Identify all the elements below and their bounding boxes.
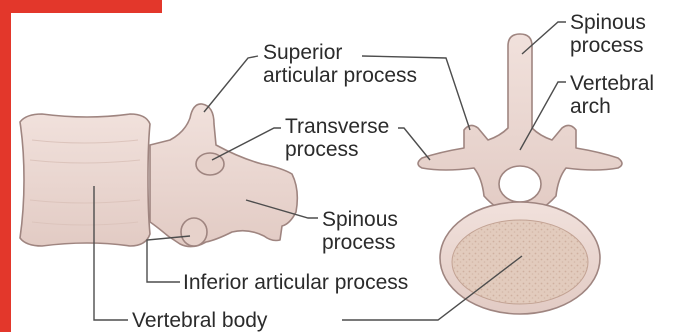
label-transverse-line-2: process [285,138,359,161]
label-superior-articular-process: Superior articular process [263,41,417,87]
label-spinous-process-side: Spinous process [322,208,398,254]
label-spinous-side-line-2: process [322,231,396,254]
label-arch-line-2: arch [570,95,611,118]
label-vertebral-arch: Vertebral arch [570,72,654,118]
label-superior-line-1: Superior [263,41,342,64]
label-vertebral-body-text: Vertebral body [132,309,267,332]
top-vertebral-foramen [499,166,541,202]
leader-superior-articular [204,56,258,112]
label-transverse-process: Transverse process [285,115,389,161]
label-spinous-top-line-1: Spinous [570,11,646,34]
label-inferior-text: Inferior articular process [183,271,408,294]
label-spinous-side-line-1: Spinous [322,208,398,231]
label-spinous-top-line-2: process [570,34,644,57]
label-spinous-process-top: Spinous process [570,11,646,57]
accent-top-rule [0,0,162,13]
label-inferior-articular-process: Inferior articular process [183,271,408,294]
top-body-spongy-bone [452,220,588,304]
leader-transverse-top [398,128,430,160]
side-vertebral-body [20,114,150,246]
side-view-vertebra [20,104,297,247]
label-arch-line-1: Vertebral [570,72,654,95]
side-inferior-articular-process [181,218,207,246]
side-posterior-elements [150,104,297,247]
label-superior-line-2: articular process [263,64,417,87]
label-transverse-line-1: Transverse [285,115,389,138]
leader-transverse [212,128,281,160]
accent-side-bar [0,0,11,332]
label-vertebral-body: Vertebral body [132,309,267,332]
